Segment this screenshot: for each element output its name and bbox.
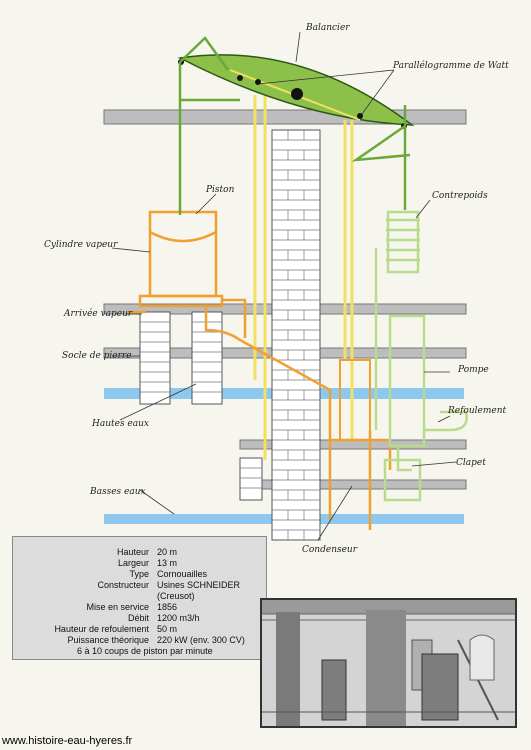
- spec-row: Hauteur de refoulement 50 m: [19, 624, 260, 635]
- spec-row: Constructeur Usines SCHNEIDER (Creusot): [19, 580, 260, 602]
- spec-key: Type: [129, 569, 149, 579]
- brick-column: [271, 129, 321, 541]
- spec-key: Constructeur: [97, 580, 149, 590]
- spec-value: Usines SCHNEIDER (Creusot): [157, 580, 241, 601]
- label-contrepoids: Contrepoids: [432, 191, 488, 201]
- label-balancier: Balancier: [305, 23, 350, 33]
- source-url: www.histoire-eau-hyeres.fr: [2, 735, 133, 747]
- spec-key: Puissance théorique: [67, 635, 149, 645]
- label-condenseur: Condenseur: [302, 545, 358, 555]
- label-basses-eaux: Basses eaux: [89, 487, 146, 497]
- stone-plinth: [139, 311, 263, 501]
- spec-row: Mise en service 1856: [19, 602, 260, 613]
- spec-key: Mise en service: [86, 602, 149, 612]
- engine-room-photo: [260, 598, 517, 728]
- brick-pattern: [272, 130, 320, 540]
- spec-key: Hauteur: [116, 547, 149, 557]
- label-hautes-eaux: Hautes eaux: [91, 419, 149, 429]
- spec-key: Largeur: [117, 558, 149, 568]
- watt-parallelogram: [178, 36, 411, 215]
- engine-room-illustration: [262, 600, 515, 726]
- spec-value: 220 kW (env. 300 CV): [157, 635, 245, 645]
- spec-value: 20 m: [157, 547, 178, 557]
- spec-key: Hauteur de refoulement: [54, 624, 149, 634]
- spec-row: Largeur 13 m: [19, 558, 260, 569]
- spec-row: Puissance théorique 220 kW (env. 300 CV): [19, 635, 260, 646]
- label-parallelogramme: Parallélogramme de Watt: [392, 60, 509, 71]
- leader-lines: [111, 31, 457, 541]
- spec-value: 13 m: [157, 558, 178, 568]
- spec-footer: 6 à 10 coups de piston par minute: [77, 646, 213, 656]
- spec-table: Hauteur 20 m Largeur 13 m Type Cornouailles…: [12, 536, 267, 660]
- spec-value: 50 m: [157, 624, 178, 634]
- spec-value: 1200 m3/h: [157, 613, 200, 623]
- spec-value: 1856: [157, 602, 178, 612]
- pump: [374, 210, 468, 502]
- condenser: [339, 359, 371, 441]
- label-cylindre: Cylindre vapeur: [44, 240, 118, 250]
- label-clapet: Clapet: [456, 458, 486, 468]
- label-arrivee: Arrivée vapeur: [63, 308, 133, 319]
- spec-row: Hauteur 20 m: [19, 547, 260, 558]
- spec-row: Type Cornouailles: [19, 569, 260, 580]
- connecting-rods: [253, 95, 354, 460]
- spec-row: Débit 1200 m3/h: [19, 613, 260, 624]
- spec-key: Débit: [127, 613, 149, 623]
- label-refoulement: Refoulement: [447, 406, 507, 416]
- label-piston: Piston: [205, 185, 235, 195]
- spec-value: Cornouailles: [157, 569, 208, 579]
- label-pompe: Pompe: [457, 365, 489, 375]
- label-socle: Socle de pierre: [62, 351, 132, 361]
